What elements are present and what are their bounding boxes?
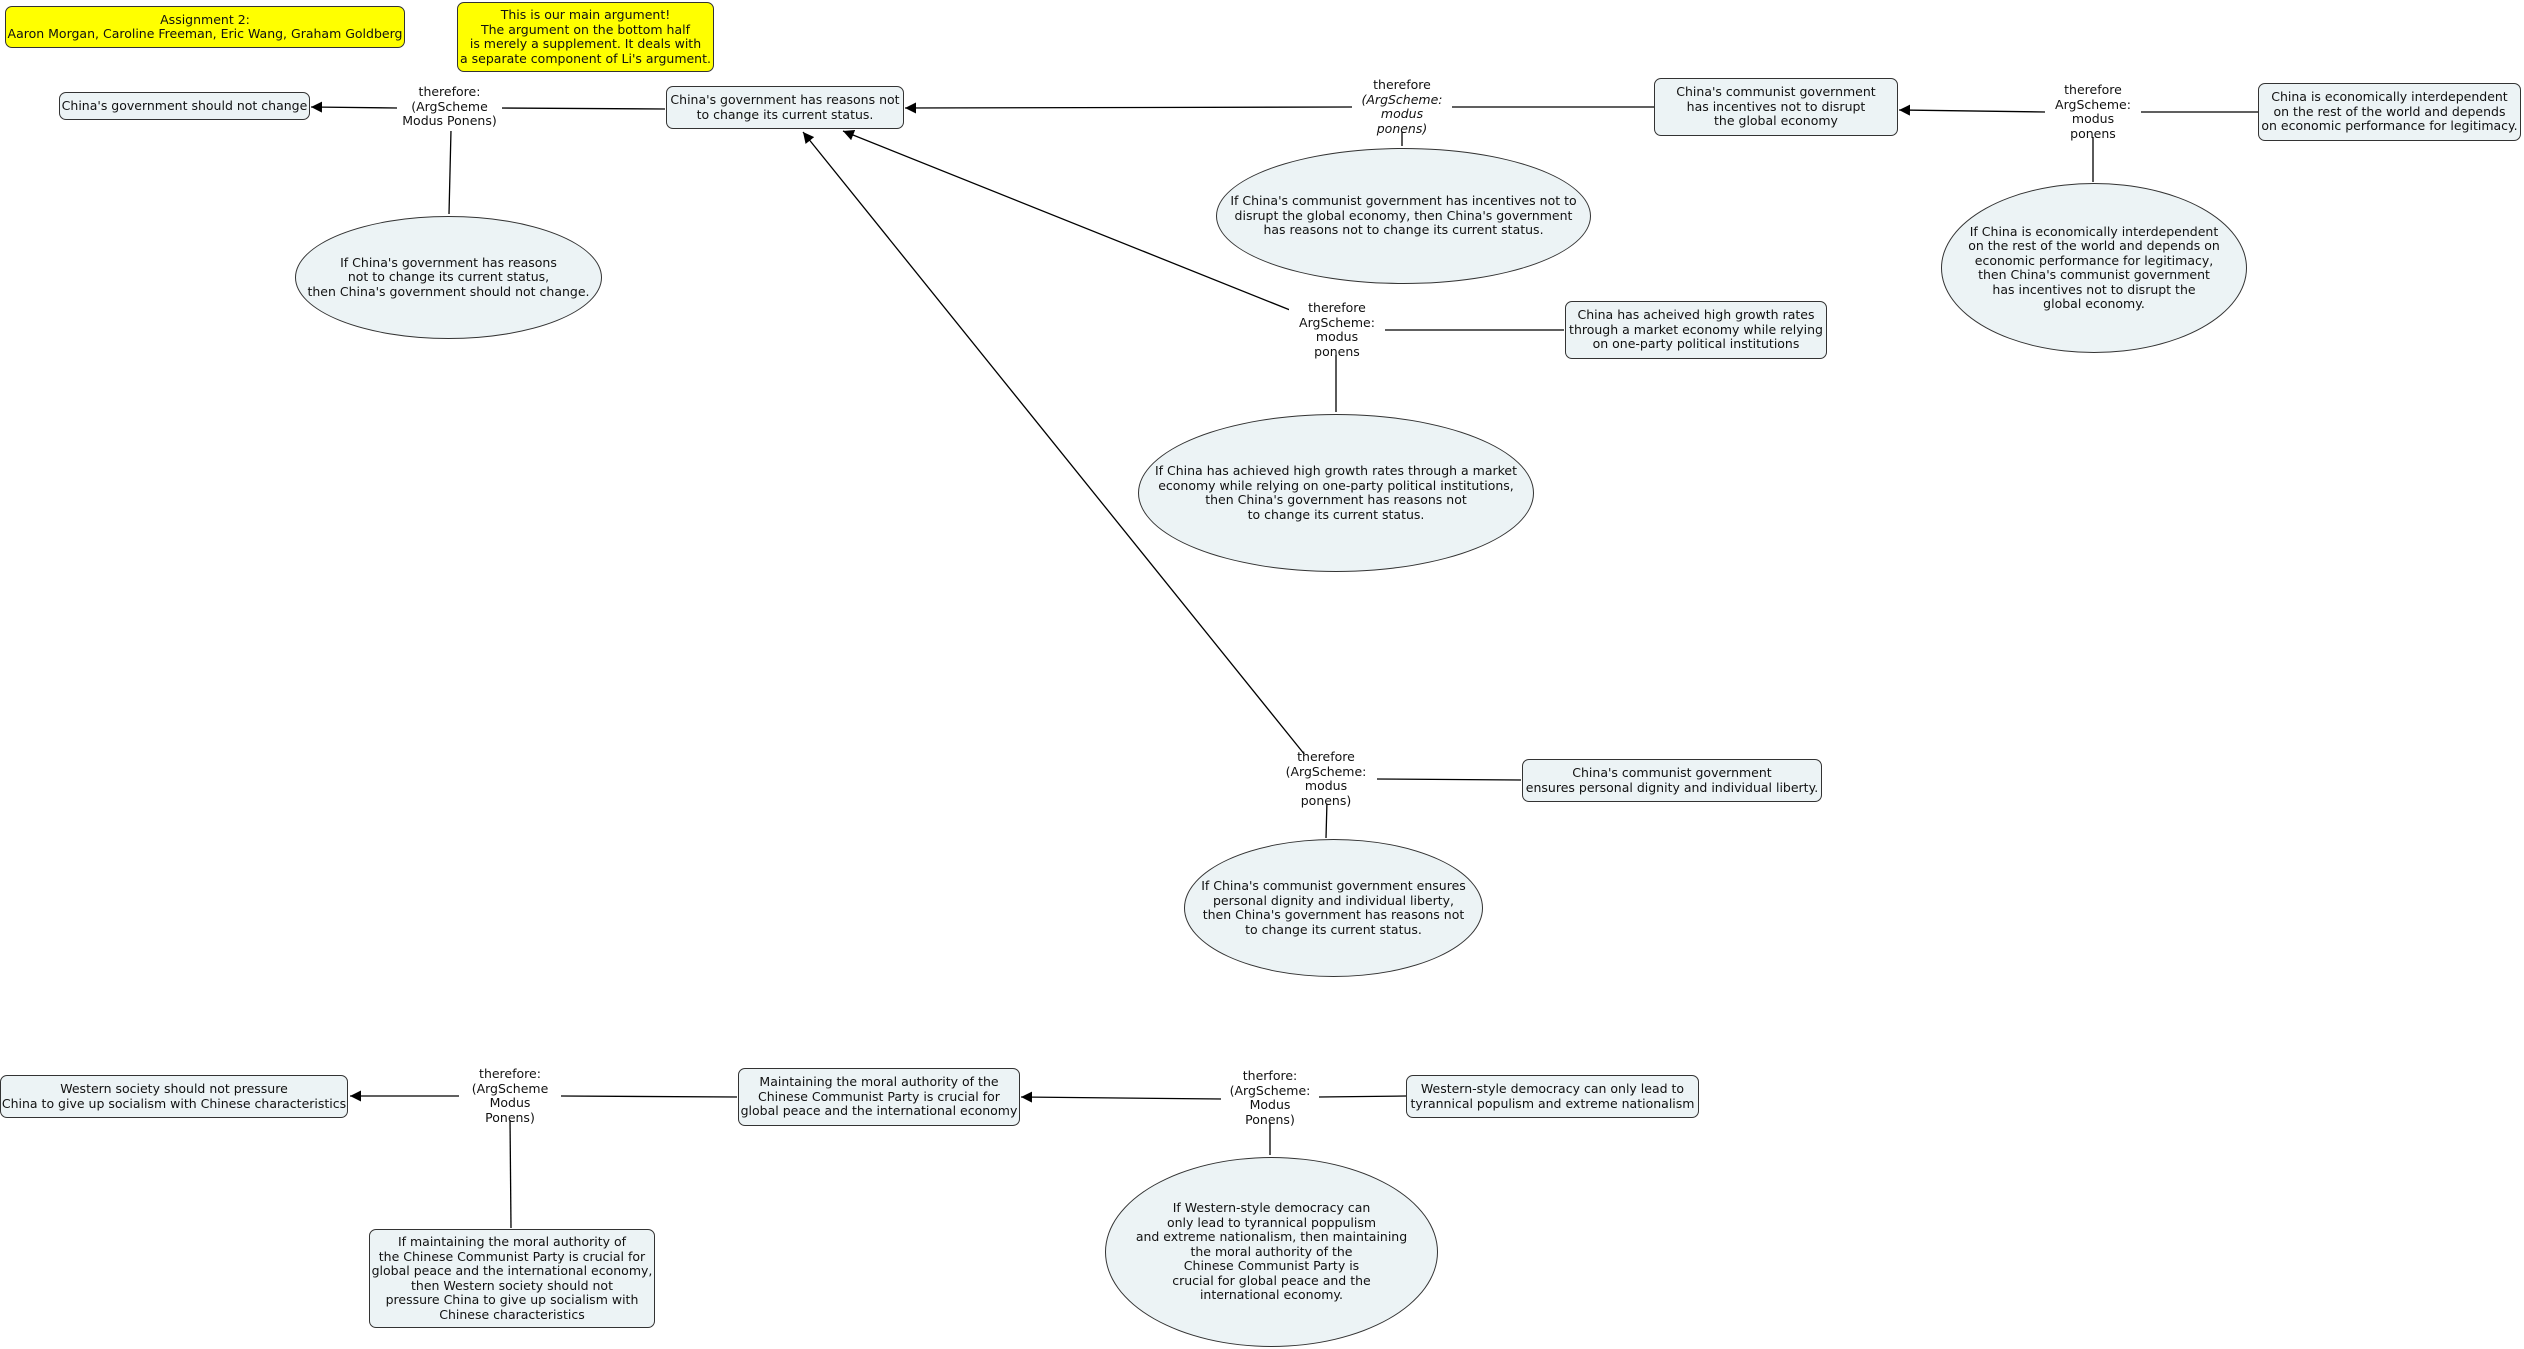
line-moral-to-l6: [560, 1095, 738, 1098]
concept-high-growth-rates[interactable]: China has acheived high growth rates thr…: [1565, 301, 1827, 359]
linking-phrase-therefore-1[interactable]: therefore: (ArgScheme Modus Ponens): [397, 83, 502, 131]
concept-personal-dignity[interactable]: China's communist government ensures per…: [1522, 759, 1822, 802]
concept-economically-interdependent[interactable]: China is economically interdependent on …: [2258, 83, 2521, 141]
line-dignity-to-l5: [1375, 778, 1522, 781]
linking-phrase-therefore-2-scheme: (ArgScheme: modus ponens): [1361, 91, 1443, 136]
concept-reasons-not-to-change[interactable]: China's government has reasons not to ch…: [666, 86, 904, 129]
linking-phrase-therefore-3[interactable]: therefore ArgScheme: modus ponens: [2045, 82, 2141, 140]
line-western-to-l7: [1318, 1095, 1407, 1098]
line-reasons-to-l1: [494, 107, 666, 110]
concept-should-not-change[interactable]: China's government should not change: [59, 92, 310, 120]
premise-moral-authority-conditional[interactable]: If maintaining the moral authority of th…: [369, 1229, 655, 1328]
line-l1-to-premise: [448, 129, 452, 215]
premise-dignity-conditional[interactable]: If China's communist government ensures …: [1184, 839, 1483, 977]
arrow-l1-to-should-not-change: [310, 101, 398, 113]
arrow-l3-to-incentives: [1898, 104, 2046, 116]
linking-phrase-therefore-4[interactable]: therefore ArgScheme: modus ponens: [1289, 300, 1385, 358]
arrow-l4-to-reasons: [842, 129, 1291, 311]
arrow-l5-to-reasons: [802, 131, 1306, 756]
line-l6-to-premise: [509, 1117, 512, 1229]
linking-phrase-therfore-7[interactable]: therfore: (ArgScheme: Modus Ponens): [1221, 1068, 1319, 1126]
main-argument-note[interactable]: This is our main argument! The argument …: [457, 2, 714, 72]
concept-moral-authority[interactable]: Maintaining the moral authority of the C…: [738, 1068, 1020, 1126]
authors-note[interactable]: Assignment 2: Aaron Morgan, Caroline Fre…: [5, 6, 405, 48]
premise-should-not-change-conditional[interactable]: If China's government has reasons not to…: [295, 216, 602, 339]
concept-western-democracy[interactable]: Western-style democracy can only lead to…: [1406, 1075, 1699, 1118]
premise-western-democracy-conditional[interactable]: If Western-style democracy can only lead…: [1105, 1157, 1438, 1347]
concept-incentives-not-to-disrupt[interactable]: China's communist government has incenti…: [1654, 78, 1898, 136]
linking-phrase-therefore-2[interactable]: therefore (ArgScheme: modus ponens): [1352, 77, 1452, 135]
premise-interdependent-conditional[interactable]: If China is economically interdependent …: [1941, 183, 2247, 353]
linking-phrase-therefore-6[interactable]: therefore: (ArgScheme Modus Ponens): [459, 1066, 561, 1124]
premise-incentives-conditional[interactable]: If China's communist government has ince…: [1216, 148, 1591, 284]
premise-high-growth-conditional[interactable]: If China has achieved high growth rates …: [1138, 414, 1534, 572]
arrow-l7-to-moral: [1020, 1091, 1223, 1103]
linking-phrase-therefore-5[interactable]: therefore (ArgScheme: modus ponens): [1275, 749, 1377, 807]
line-l5-to-premise: [1325, 800, 1328, 839]
arrow-l2-to-reasons: [904, 102, 1353, 114]
linking-phrase-therefore-2-word: therefore: [1373, 77, 1431, 92]
concept-west-should-not-pressure[interactable]: Western society should not pressure Chin…: [0, 1075, 348, 1118]
